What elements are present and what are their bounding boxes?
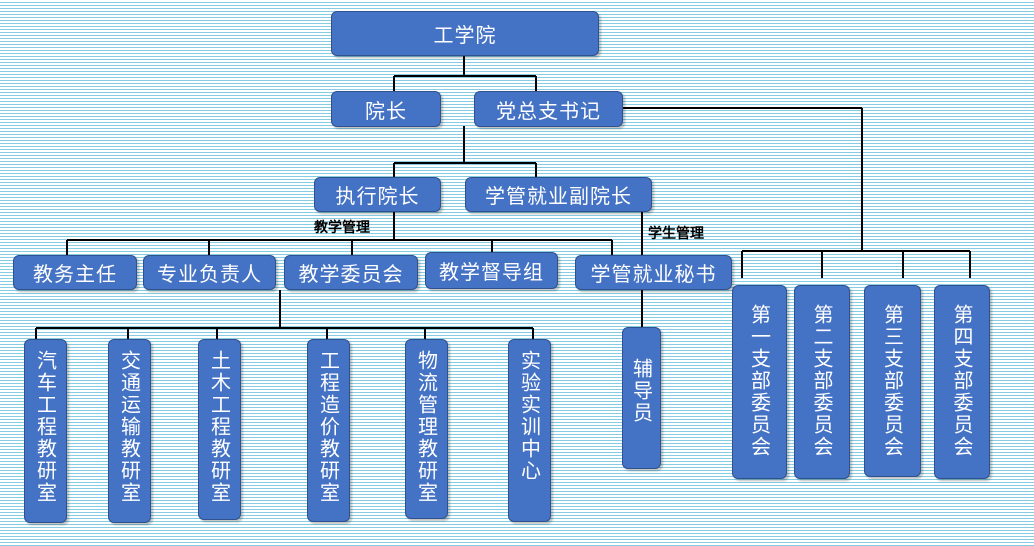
teaching-committee-node: 教学委员会 <box>284 255 418 290</box>
party-secretary-node: 党总支书记 <box>474 91 623 127</box>
academic-affairs-head-node: 教务主任 <box>13 255 137 290</box>
student-vice-dean-node: 学管就业副院长 <box>465 177 652 212</box>
student-secretary-node: 学管就业秘书 <box>575 255 732 290</box>
teaching-supervision-group-node: 教学督导组 <box>425 252 558 289</box>
lab-training-center-node: 实验实训中心 <box>508 339 551 522</box>
auto-engineering-office-node: 汽车工程教研室 <box>24 339 67 523</box>
college-node: 工学院 <box>331 11 599 56</box>
branch-1-node: 第一支部委员会 <box>732 285 787 479</box>
executive-dean-node: 执行院长 <box>314 177 441 212</box>
teaching-management-label: 教学管理 <box>314 220 370 236</box>
civil-engineering-office-node: 土木工程教研室 <box>198 339 241 520</box>
cost-engineering-office-node: 工程造价教研室 <box>307 339 350 522</box>
traffic-transport-office-node: 交通运输教研室 <box>108 339 151 523</box>
branch-3-node: 第三支部委员会 <box>864 285 921 477</box>
student-management-label: 学生管理 <box>648 226 704 242</box>
branch-2-node: 第二支部委员会 <box>794 285 850 479</box>
branch-4-node: 第四支部委员会 <box>934 285 990 479</box>
dean-node: 院长 <box>331 91 441 127</box>
logistics-office-node: 物流管理教研室 <box>405 339 448 519</box>
program-leader-node: 专业负责人 <box>143 255 276 290</box>
counselor-node: 辅导员 <box>622 327 661 469</box>
